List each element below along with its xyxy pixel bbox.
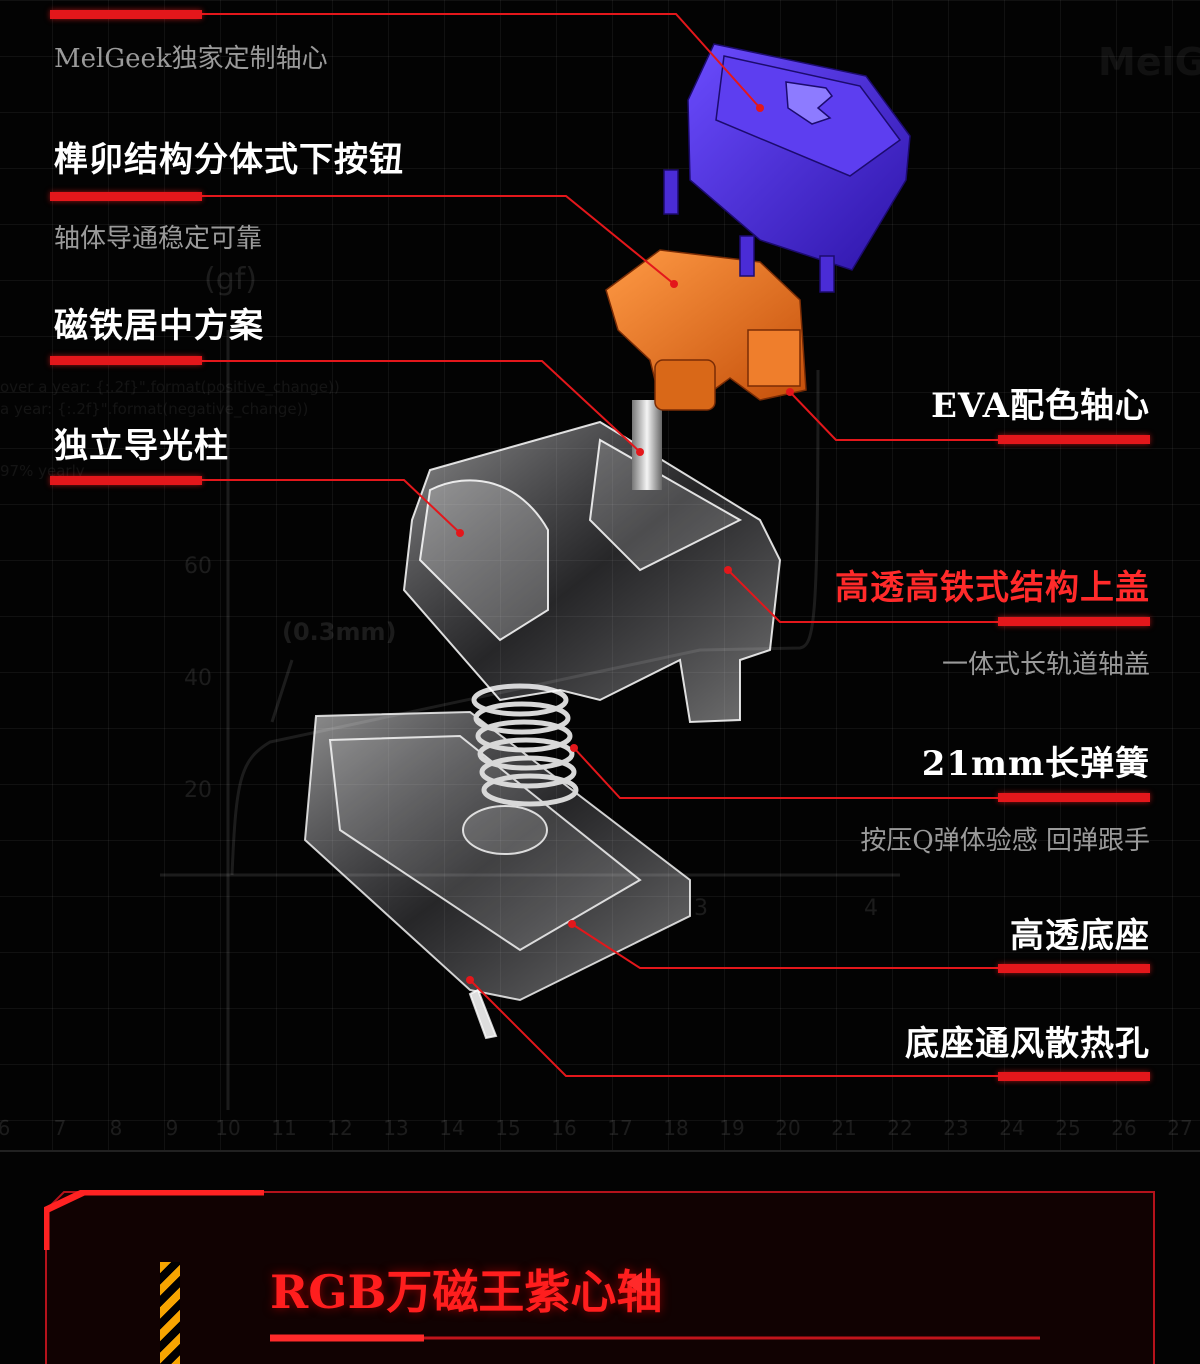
banner-frame (44, 1190, 1155, 1364)
feature-accent-bar (998, 617, 1150, 626)
light-pipe-shape (632, 400, 662, 490)
ruler-number: 23 (943, 1116, 969, 1140)
ruler-baseline (0, 1150, 1200, 1152)
feature-title-top-housing: 高透高铁式结构上盖 (835, 568, 1150, 608)
top-housing-shape (402, 420, 782, 724)
feature-accent-bar (998, 964, 1150, 973)
ruler-number: 7 (53, 1116, 67, 1140)
graph-x-tick: 4 (864, 896, 878, 921)
graph-y-tick: 20 (184, 778, 212, 803)
feature-title-light-pipe: 独立导光柱 (54, 426, 229, 466)
feature-subtitle-stem: MelGeek独家定制轴心 (54, 44, 328, 74)
graph-unit-label: (gf) (204, 262, 258, 297)
background-code-line: 97% yearly (0, 462, 85, 480)
feature-title-magnet: 磁铁居中方案 (54, 306, 264, 346)
feature-title-spring: 21mm长弹簧 (921, 744, 1150, 784)
banner-title: RGB万磁王紫心轴 (270, 1265, 663, 1319)
eva-stem-shape (605, 249, 807, 411)
ruler-number: 14 (439, 1116, 465, 1140)
purple-stem-shape (663, 43, 911, 293)
ruler-number: 26 (1111, 1116, 1137, 1140)
leader-lines (202, 13, 998, 1077)
ruler-number: 13 (383, 1116, 409, 1140)
ruler-number: 11 (271, 1116, 297, 1140)
feature-accent-bar (50, 476, 202, 485)
feature-accent-bar (50, 356, 202, 365)
banner-arrow-icon (626, 1272, 642, 1294)
feature-accent-bar (998, 793, 1150, 802)
ruler-number: 12 (327, 1116, 353, 1140)
ruler-number: 6 (0, 1116, 11, 1140)
ruler-number: 25 (1055, 1116, 1081, 1140)
ruler-number: 8 (109, 1116, 123, 1140)
feature-title-eva-stem: EVA配色轴心 (930, 386, 1150, 426)
ruler-number: 24 (999, 1116, 1025, 1140)
background-code-line: a year: {:.2f}".format(negative_change)) (0, 400, 309, 418)
ruler-number: 16 (551, 1116, 577, 1140)
feature-subtitle-spring: 按压Q弹体验感 回弹跟手 (860, 826, 1150, 856)
leader-dots (456, 104, 794, 984)
graph-y-tick: 40 (184, 666, 212, 691)
graph-x-tick: 3 (694, 896, 708, 921)
ruler-number: 27 (1167, 1116, 1193, 1140)
feature-title-bottom-button: 榫卯结构分体式下按钮 (54, 140, 404, 180)
feature-subtitle-top-housing: 一体式长轨道轴盖 (941, 650, 1150, 680)
ruler-number: 18 (663, 1116, 689, 1140)
graph-y-tick: 60 (184, 554, 212, 579)
spring-shape (471, 683, 579, 807)
graph-travel-label: (0.3mm) (282, 618, 397, 646)
ruler-number: 15 (495, 1116, 521, 1140)
background-logo: MelGe (1098, 40, 1200, 84)
ruler-number: 10 (215, 1116, 241, 1140)
feature-accent-bar (998, 435, 1150, 444)
feature-title-base: 高透底座 (1010, 916, 1150, 956)
feature-title-vent-holes: 底座通风散热孔 (905, 1024, 1150, 1064)
ruler-number: 9 (165, 1116, 179, 1140)
ruler-number: 19 (719, 1116, 745, 1140)
ruler-number: 21 (831, 1116, 857, 1140)
ruler-number: 17 (607, 1116, 633, 1140)
switch-illustration (160, 13, 998, 1110)
ruler-number: 20 (775, 1116, 801, 1140)
background-code-line: over a year: {:.2f}".format(positive_cha… (0, 378, 340, 396)
bottom-housing-shape (303, 710, 691, 1040)
ruler-number: 22 (887, 1116, 913, 1140)
hazard-stripe (160, 1262, 180, 1364)
feature-accent-bar (50, 192, 202, 201)
feature-accent-bar (50, 10, 202, 19)
feature-accent-bar (998, 1072, 1150, 1081)
feature-subtitle-conduction: 轴体导通稳定可靠 (54, 224, 263, 254)
